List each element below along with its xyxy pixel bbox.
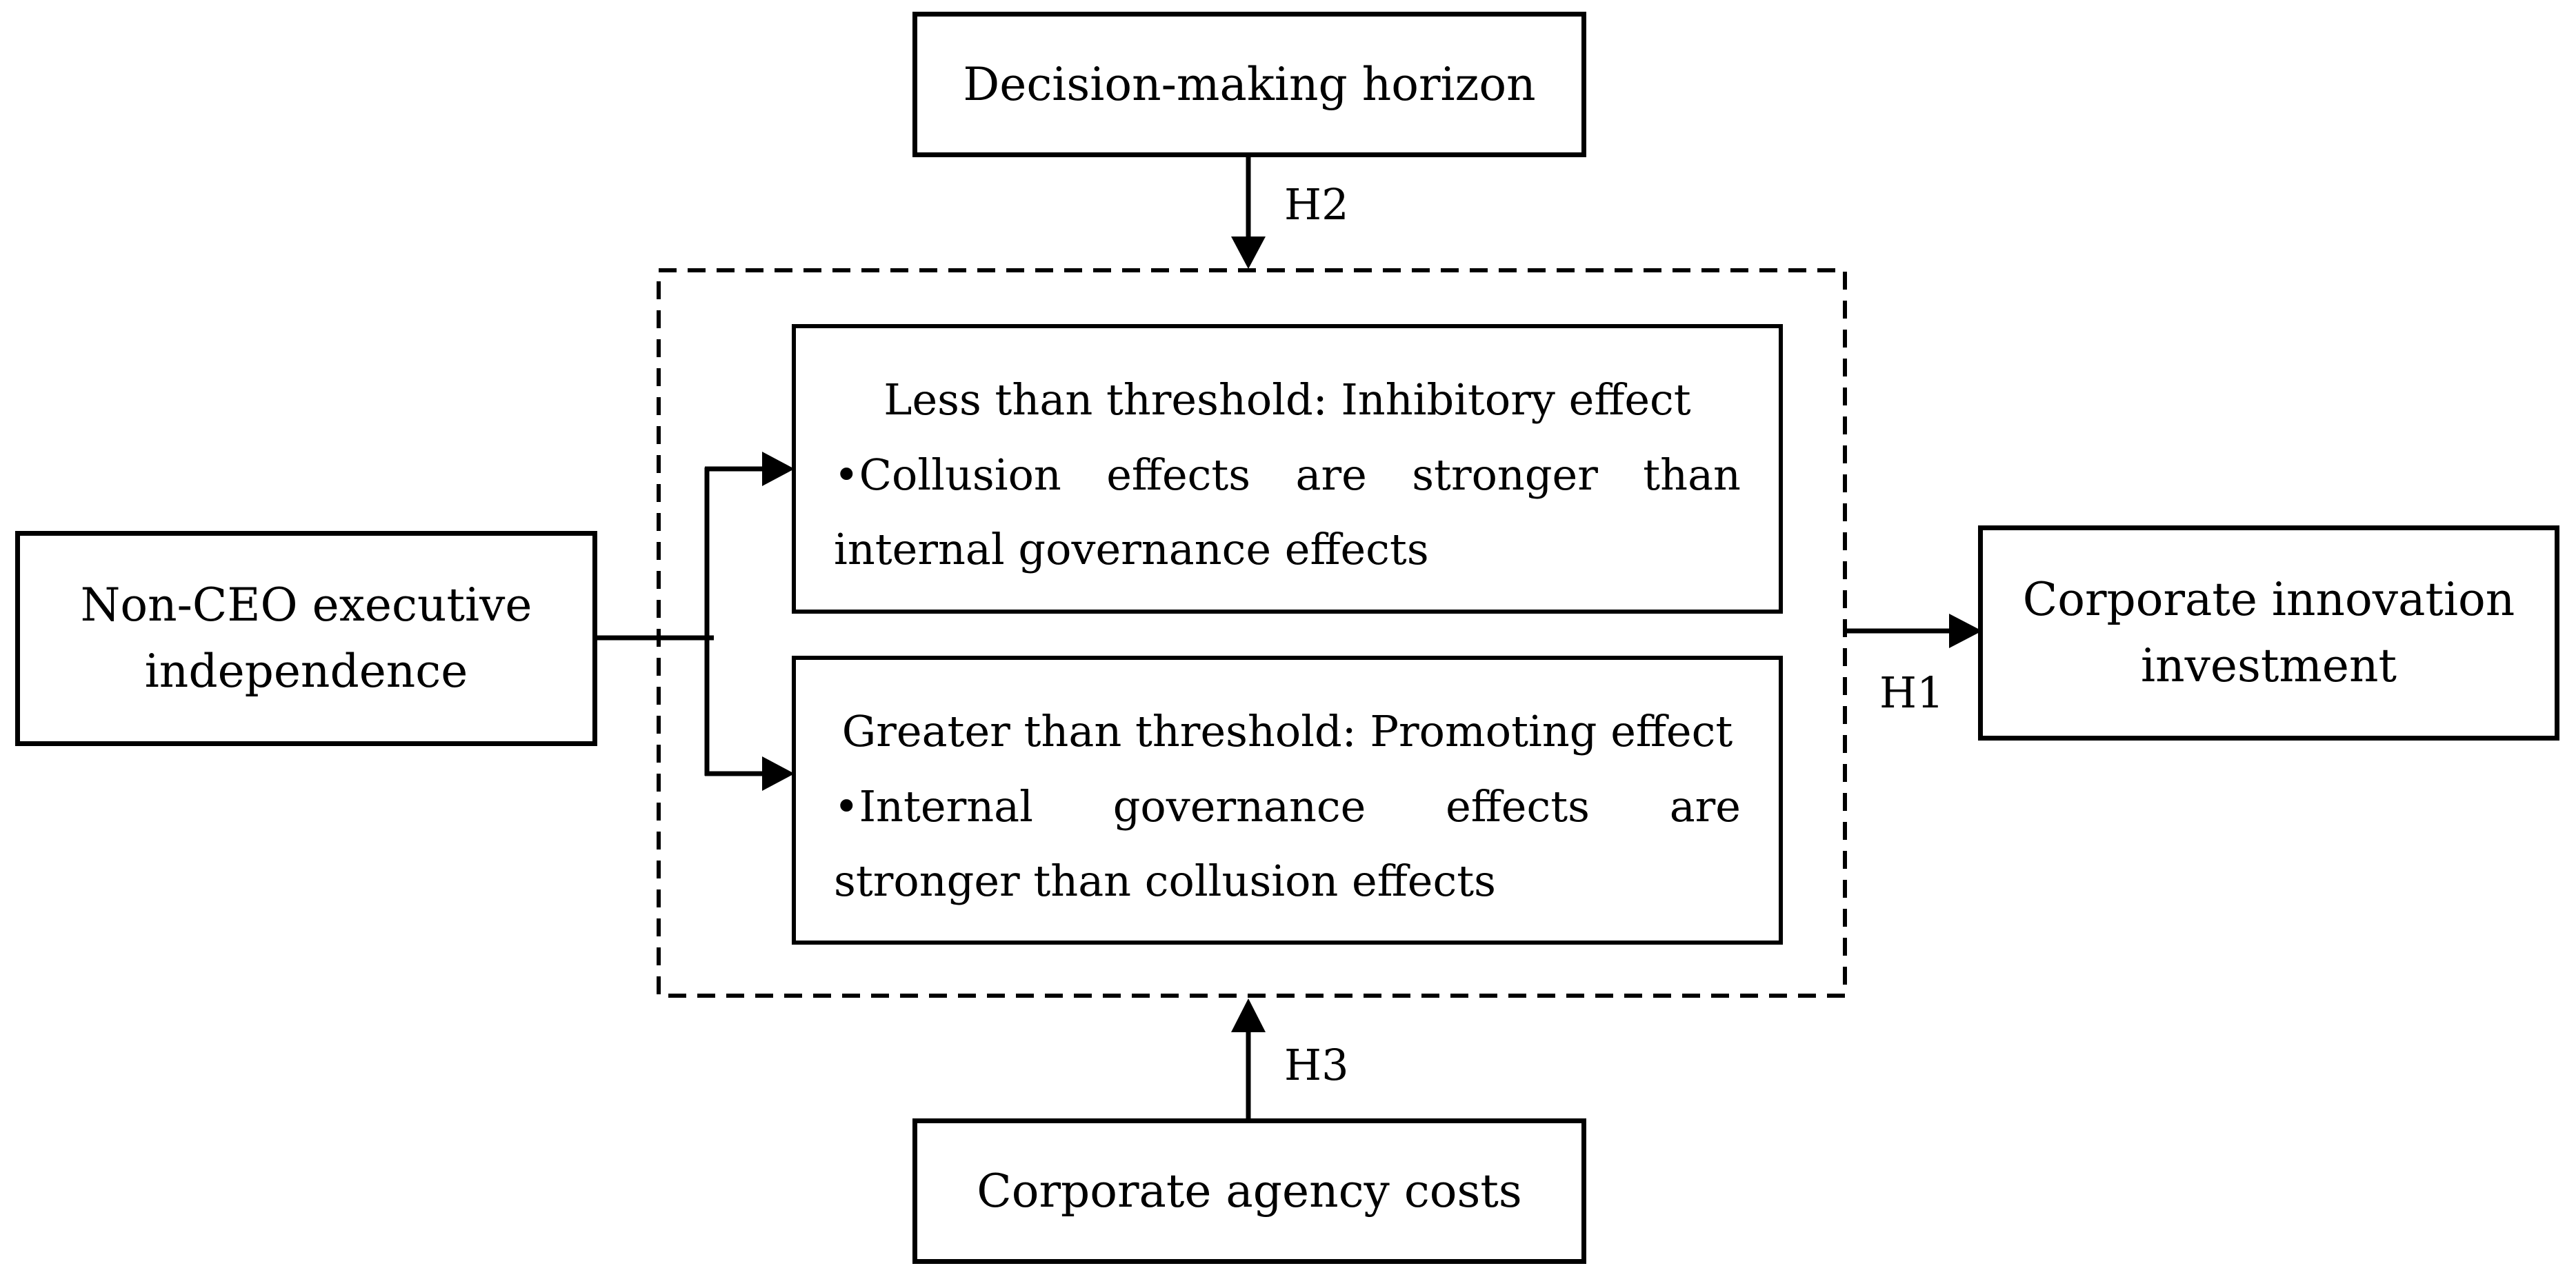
h1-arrowhead	[1949, 614, 1982, 648]
h3-label: H3	[1284, 1040, 1349, 1090]
non-ceo-independence-label: Non-CEO executive independence	[80, 579, 532, 698]
innovation-investment-label: Corporate innovation investment	[2022, 573, 2515, 692]
above-threshold-box: Greater than threshold: Promoting effect…	[792, 656, 1783, 945]
above-threshold-heading: Greater than threshold: Promoting effect	[841, 706, 1733, 756]
decision-horizon-node: Decision-making horizon	[912, 12, 1586, 157]
innovation-investment-node: Corporate innovation investment	[1978, 525, 2559, 741]
fork-upper-arrowhead	[762, 452, 795, 486]
h2-label: H2	[1284, 179, 1349, 230]
non-ceo-independence-node: Non-CEO executive independence	[15, 531, 597, 746]
above-threshold-bullet: •Internal governance effects are stronge…	[834, 781, 1741, 907]
below-threshold-heading: Less than threshold: Inhibitory effect	[883, 374, 1691, 425]
h1-label: H1	[1879, 667, 1944, 718]
h3-arrowhead	[1231, 998, 1266, 1032]
agency-costs-node: Corporate agency costs	[912, 1118, 1586, 1264]
fork-lower-arrowhead	[762, 756, 795, 791]
below-threshold-box: Less than threshold: Inhibitory effect •…	[792, 324, 1783, 614]
decision-horizon-label: Decision-making horizon	[963, 57, 1536, 111]
below-threshold-bullet: •Collusion effects are stronger than int…	[834, 449, 1741, 575]
h2-arrowhead	[1231, 237, 1266, 269]
agency-costs-label: Corporate agency costs	[977, 1164, 1522, 1218]
